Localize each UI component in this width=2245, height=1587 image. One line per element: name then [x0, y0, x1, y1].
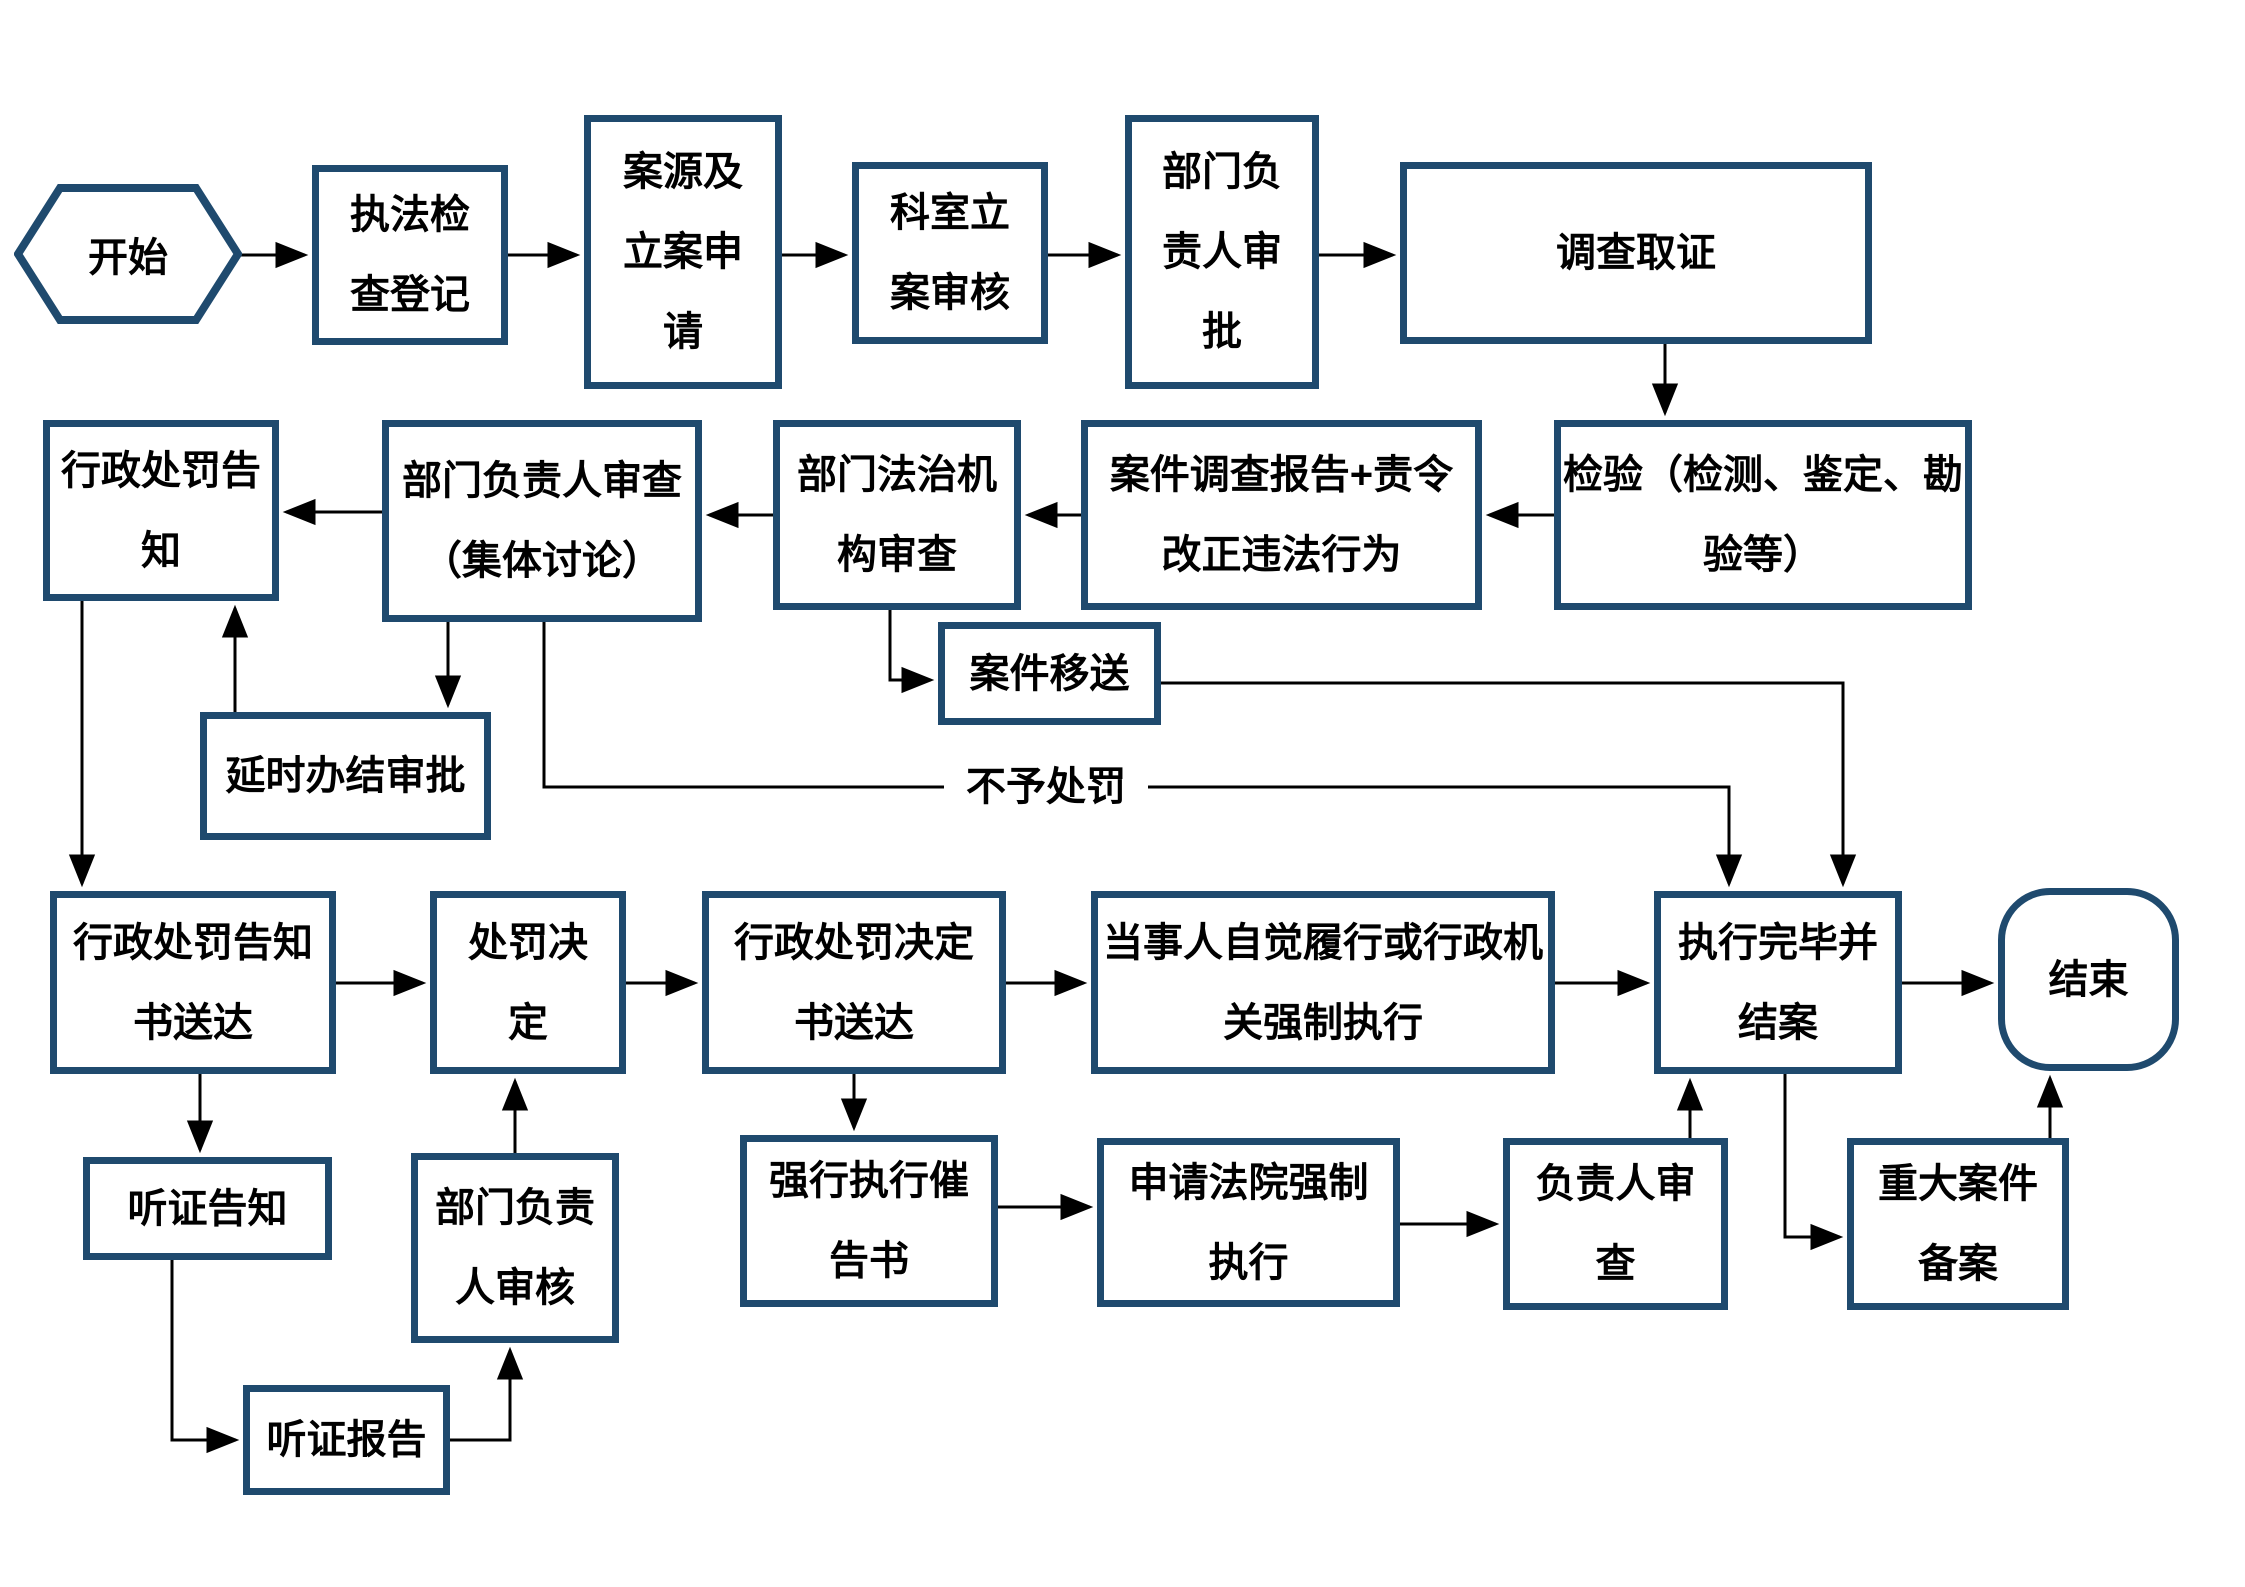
node-major-case-filing: 重大案件 备案 [1847, 1138, 2069, 1310]
node-execution-complete-close: 执行完毕并 结案 [1654, 891, 1902, 1074]
node-dept-head-review-discussion: 部门负责人审查 （集体讨论） [382, 420, 702, 622]
node-extension-approval: 延时办结审批 [200, 712, 491, 840]
edge-hearingnotice-to-hearingreport [170, 1260, 240, 1454]
node-compulsory-reminder: 强行执行催 告书 [740, 1135, 998, 1307]
node-start-label: 开始 [88, 236, 168, 280]
node-head-review: 负责人审 查 [1503, 1138, 1728, 1310]
node-section-filing-review: 科室立 案审核 [852, 162, 1048, 344]
node-enforcement-check-registration: 执法检 查登记 [312, 165, 508, 345]
node-case-transfer: 案件移送 [938, 622, 1161, 725]
node-end: 结束 [1998, 888, 2179, 1071]
node-penalty-notice-delivery: 行政处罚告知 书送达 [50, 891, 336, 1074]
edge-executionclose-to-majorcase [1783, 1074, 1844, 1251]
node-investigation-report-order: 案件调查报告+责令 改正违法行为 [1081, 420, 1482, 610]
node-dept-head-approval: 部门负 责人审 批 [1125, 115, 1319, 389]
edge-legalreview-to-casetransfer [888, 609, 935, 694]
edge-casetransfer-to-executionclose [1161, 681, 1857, 888]
node-investigation-evidence: 调查取证 [1400, 162, 1872, 344]
node-hearing-notice: 听证告知 [83, 1157, 332, 1260]
hexagon-shape [14, 184, 242, 324]
node-court-enforcement: 申请法院强制 执行 [1097, 1138, 1400, 1307]
node-voluntary-or-compulsory: 当事人自觉履行或行政机 关强制执行 [1091, 891, 1555, 1074]
node-penalty-decision-delivery: 行政处罚决定 书送达 [702, 891, 1006, 1074]
node-case-source-filing-application: 案源及 立案申 请 [584, 115, 782, 389]
node-hearing-report: 听证报告 [243, 1385, 450, 1495]
edge-hearingreport-to-deptverify [450, 1346, 524, 1442]
node-penalty-notice: 行政处罚告 知 [43, 420, 279, 601]
label-no-penalty: 不予处罚 [944, 755, 1148, 819]
node-dept-legal-review: 部门法治机 构审查 [773, 420, 1021, 610]
node-penalty-decision: 处罚决 定 [430, 891, 626, 1074]
node-start: 开始 [14, 184, 242, 324]
node-dept-head-verify: 部门负责 人审核 [411, 1153, 619, 1343]
node-inspection-test: 检验（检测、鉴定、勘 验等） [1554, 420, 1972, 610]
